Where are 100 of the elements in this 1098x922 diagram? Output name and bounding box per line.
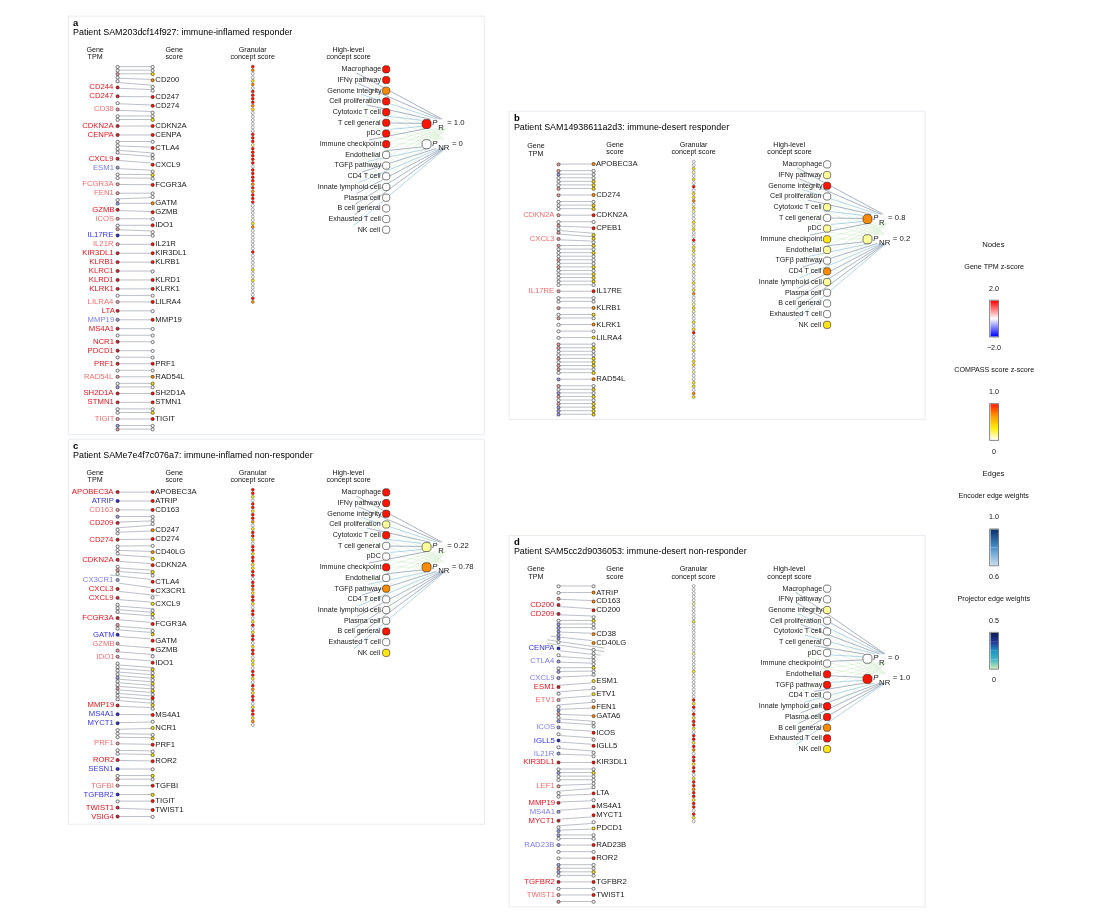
node-circle	[251, 214, 255, 218]
node-circle	[251, 541, 255, 545]
node-circle	[692, 687, 696, 691]
node-circle	[251, 64, 255, 68]
node-circle	[251, 249, 255, 254]
node-circle	[251, 246, 255, 250]
node-circle	[251, 217, 255, 222]
node-circle	[692, 815, 696, 819]
node-circle	[251, 121, 255, 125]
node-circle	[251, 655, 255, 659]
node-circle	[692, 262, 696, 267]
node-circle	[692, 648, 696, 652]
node-circle	[692, 726, 696, 730]
connector	[118, 560, 151, 564]
node-circle	[692, 234, 696, 238]
connector	[118, 159, 151, 163]
node-circle	[692, 270, 696, 274]
connector	[118, 168, 151, 170]
node-circle	[251, 669, 255, 673]
node-circle	[251, 505, 255, 509]
node-circle	[251, 75, 255, 79]
node-circle	[692, 708, 696, 712]
node-circle	[251, 708, 255, 712]
connector	[794, 591, 887, 674]
node-circle	[692, 323, 696, 327]
connector	[815, 666, 863, 674]
node-circle	[251, 142, 255, 147]
node-circle	[692, 769, 696, 773]
node-circle	[692, 626, 696, 630]
node-circle	[692, 166, 696, 170]
connector	[386, 559, 422, 564]
node-circle	[692, 712, 696, 716]
node-circle	[692, 191, 696, 195]
node-circle	[251, 637, 255, 641]
node-circle	[692, 241, 696, 245]
node-circle	[251, 544, 255, 548]
node-circle	[692, 754, 696, 759]
node-circle	[692, 623, 696, 627]
node-circle	[692, 227, 696, 231]
node-circle	[251, 267, 255, 272]
node-circle	[692, 765, 696, 769]
connector	[386, 136, 422, 141]
node-circle	[251, 680, 255, 684]
node-circle	[692, 287, 696, 292]
node-circle	[251, 128, 255, 132]
connector	[800, 662, 880, 692]
node-circle	[692, 359, 696, 363]
node-circle	[692, 312, 696, 317]
node-circle	[251, 555, 255, 559]
node-circle	[251, 78, 255, 83]
connector	[118, 196, 151, 199]
node-circle	[692, 259, 696, 263]
node-circle	[251, 285, 255, 289]
node-circle	[251, 690, 255, 695]
node-circle	[692, 598, 696, 602]
node-circle	[251, 537, 255, 541]
node-circle	[251, 125, 255, 129]
node-circle	[251, 68, 255, 72]
connector	[815, 662, 863, 670]
connector	[559, 674, 592, 677]
node-circle	[251, 701, 255, 705]
node-circle	[692, 180, 696, 185]
node-circle	[251, 562, 255, 566]
node-circle	[251, 594, 255, 598]
node-circle	[692, 394, 696, 399]
node-circle	[251, 164, 255, 168]
node-circle	[251, 192, 255, 197]
node-circle	[692, 733, 696, 737]
node-circle	[692, 608, 696, 613]
node-circle	[692, 665, 696, 670]
connector	[799, 199, 882, 235]
node-circle	[692, 298, 696, 302]
node-circle	[251, 619, 255, 623]
node-circle	[692, 159, 696, 163]
node-circle	[692, 737, 696, 741]
node-circle	[692, 801, 696, 805]
node-circle	[251, 491, 255, 495]
node-circle	[692, 672, 696, 677]
node-circle	[692, 355, 696, 359]
connector	[559, 707, 592, 709]
node-circle	[692, 330, 696, 334]
node-circle	[251, 228, 255, 232]
connector	[118, 619, 151, 622]
node-circle	[692, 284, 696, 288]
node-circle	[251, 676, 255, 680]
node-circle	[251, 196, 255, 200]
node-circle	[251, 114, 255, 118]
node-circle	[692, 715, 696, 720]
connector	[559, 695, 592, 698]
node-circle	[692, 387, 696, 392]
connector	[799, 222, 881, 257]
node-circle	[251, 530, 255, 534]
node-circle	[251, 687, 255, 691]
node-circle	[251, 662, 255, 666]
connector	[389, 548, 422, 553]
node-circle	[692, 804, 696, 809]
node-circle	[692, 719, 696, 723]
node-circle	[692, 601, 696, 605]
node-circle	[692, 651, 696, 655]
connector	[798, 662, 883, 702]
